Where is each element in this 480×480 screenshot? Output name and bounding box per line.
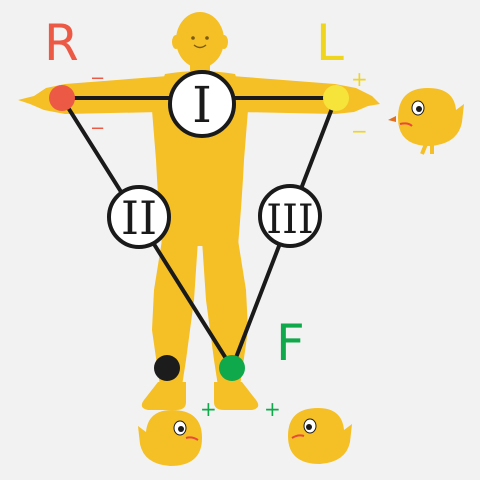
polarity-l-bottom: − xyxy=(351,119,368,143)
polarity-r-top: − xyxy=(90,68,105,89)
lead-3-label: III xyxy=(266,197,313,243)
label-foot: F xyxy=(276,314,305,372)
chick-icon xyxy=(138,410,202,466)
polarity-f-left: + xyxy=(200,397,217,421)
lead-1-badge: I xyxy=(168,70,236,138)
polarity-l-top: + xyxy=(351,67,368,91)
lead-2-label: II xyxy=(121,191,157,245)
electrode-ground xyxy=(154,355,180,381)
electrode-right-arm xyxy=(49,85,75,111)
figure-face xyxy=(191,36,209,49)
polarity-r-bottom: − xyxy=(90,118,105,139)
lead-2-badge: II xyxy=(107,185,171,249)
chick-icon xyxy=(388,88,464,155)
chick-icon xyxy=(288,408,352,464)
polarity-f-right: + xyxy=(264,397,281,421)
electrode-foot xyxy=(219,355,245,381)
label-left-arm: L xyxy=(316,14,344,72)
lead-1-label: I xyxy=(192,76,212,134)
lead-3-badge: III xyxy=(258,184,322,248)
electrode-left-arm xyxy=(323,85,349,111)
label-right-arm: R xyxy=(44,14,79,72)
